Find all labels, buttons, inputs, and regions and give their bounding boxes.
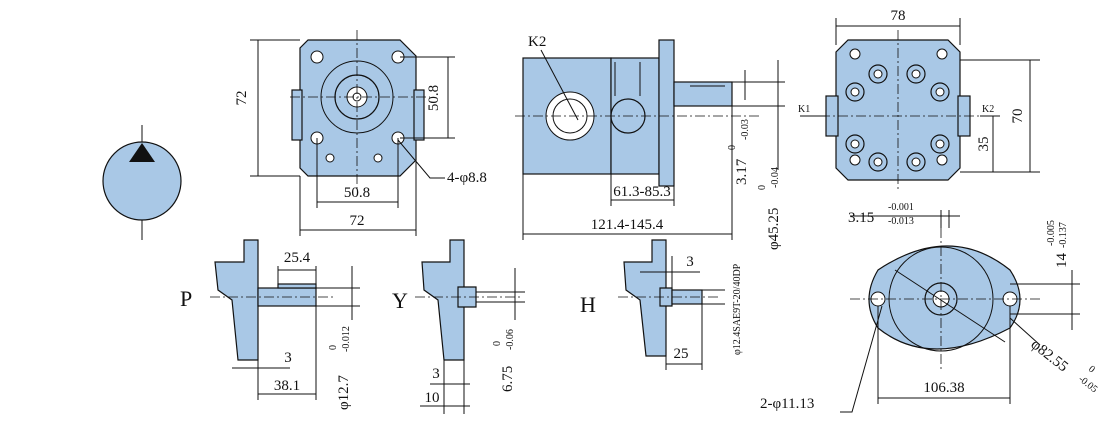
shaft-p-view: P 25.4 3 38.1 φ12.7 0 -0.012 — [180, 239, 360, 410]
dim-rear-height-35: 35 — [976, 137, 992, 152]
label-y: Y — [392, 288, 408, 313]
dim-spline: φ12.4SAE9T-20/40DP — [732, 263, 743, 355]
dim-flange-82-55: φ82.55 — [1028, 337, 1071, 376]
dim-y-10: 10 — [425, 390, 440, 406]
dim-shaft-tol-bot: -0.04 — [770, 167, 781, 188]
label-p: P — [180, 286, 192, 311]
dim-front-height-50-8: 50.8 — [426, 85, 442, 111]
dim-flange-14-tol-top: -0.005 — [1046, 220, 1057, 246]
dim-h-25: 25 — [674, 346, 689, 362]
dim-flange-3-15-tol-bot: -0.013 — [888, 216, 914, 227]
dim-flange-106-38: 106.38 — [923, 380, 964, 396]
dim-flange-14: 14 — [1054, 253, 1070, 269]
dim-p-38-1: 38.1 — [274, 378, 300, 394]
dim-p-12-7-tol-bot: -0.012 — [341, 326, 352, 352]
dim-flange-holes: 2-φ11.13 — [760, 396, 814, 412]
dim-flange-3-15-tol-top: -0.001 — [888, 202, 914, 213]
dim-h-3: 3 — [686, 254, 694, 270]
dim-flange-82-55-tol-bot: -0.05 — [1076, 374, 1099, 396]
label-h: H — [580, 292, 596, 317]
dim-y-6-75: 6.75 — [500, 366, 516, 392]
rear-view: 78 70 35 K1 K2 — [798, 8, 1040, 190]
dim-side-61-3-85-3: 61.3-85.3 — [613, 184, 671, 200]
shaft-y-view: Y 3 10 6.75 0 -0.06 — [392, 239, 525, 414]
pump-direction-triangle — [129, 143, 155, 162]
dim-p-12-7-tol-top: 0 — [328, 345, 339, 350]
dim-flange-82-55-tol-top: 0 — [1086, 364, 1097, 376]
dim-flange-14-tol-bot: -0.137 — [1058, 222, 1069, 248]
dim-front-holes: 4-φ8.8 — [447, 170, 487, 186]
front-view: 72 50.8 50.8 72 4-φ8.8 — [234, 30, 487, 236]
dim-y-tol-bot: -0.06 — [505, 329, 516, 350]
dim-rear-width-78: 78 — [891, 8, 906, 24]
dim-front-height-72: 72 — [234, 91, 250, 106]
dim-key-3-17-tol-top: 0 — [727, 145, 738, 150]
dim-key-3-17-tol-bot: -0.03 — [740, 119, 751, 140]
label-k2-rear: K2 — [982, 104, 994, 115]
dim-shaft-45-25: φ45.25 — [766, 208, 782, 250]
dim-side-121-4-145-4: 121.4-145.4 — [591, 217, 664, 233]
shaft-h-view: H 3 25 — [580, 239, 725, 370]
dim-shaft-tol-top: 0 — [757, 185, 768, 190]
label-k2-side: K2 — [528, 34, 546, 50]
side-view: K2 61.3-85.3 121.4-145.4 3.17 0 -0.03 φ4… — [515, 34, 785, 355]
pump-symbol — [102, 125, 182, 240]
dim-rear-height-70: 70 — [1010, 109, 1026, 124]
dim-flange-3-15: 3.15 — [848, 210, 874, 226]
dim-front-width-72: 72 — [350, 213, 365, 229]
dim-p-3: 3 — [284, 350, 292, 366]
dim-p-25-4: 25.4 — [284, 250, 311, 266]
dim-y-tol-top: 0 — [492, 341, 503, 346]
label-k1: K1 — [798, 104, 810, 115]
dim-p-12-7: φ12.7 — [336, 375, 352, 410]
dim-front-width-50-8: 50.8 — [344, 185, 370, 201]
dim-key-3-17: 3.17 — [734, 158, 750, 185]
mounting-flange-view: 3.15 -0.001 -0.013 14 -0.005 -0.137 φ82.… — [760, 202, 1099, 413]
dim-y-3: 3 — [432, 366, 440, 382]
